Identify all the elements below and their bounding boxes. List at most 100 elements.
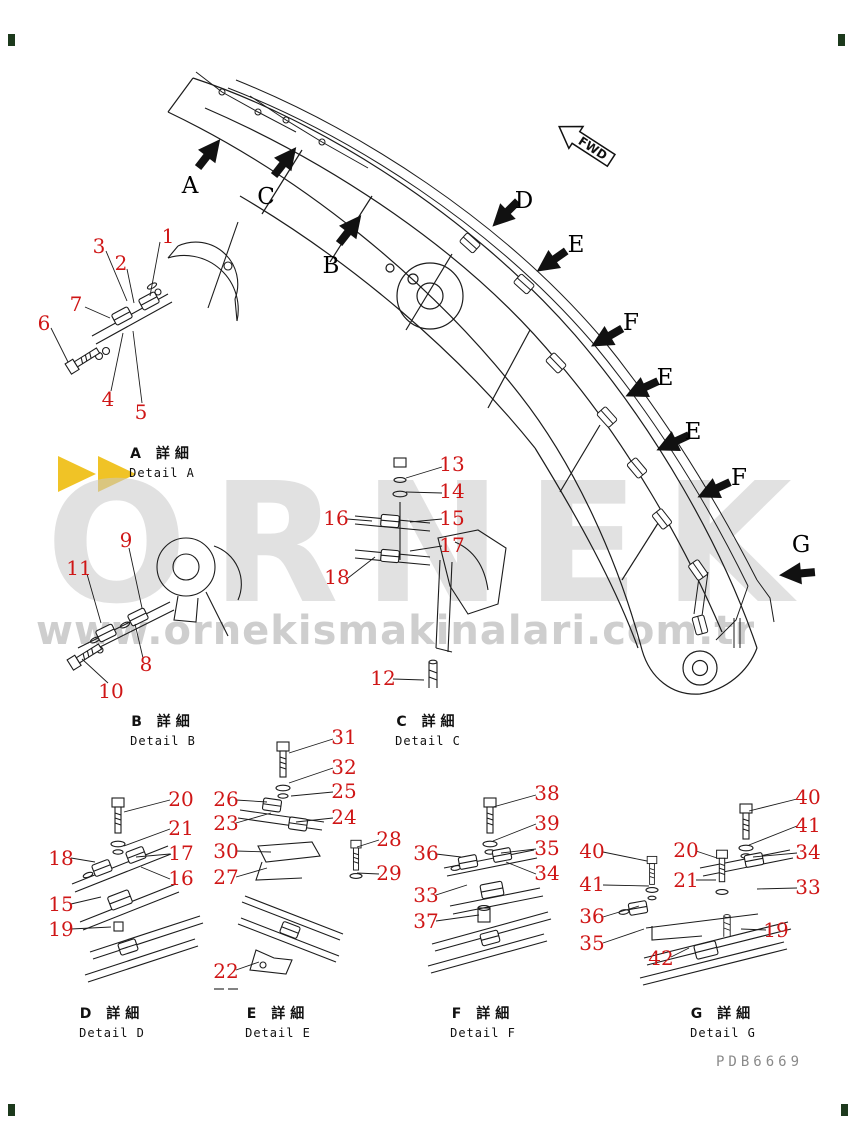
detail-f-caption-en: Detail F <box>450 1026 516 1040</box>
callout-f-34: 34 <box>534 861 560 885</box>
callout-e-25: 25 <box>331 779 357 803</box>
callout-c-16: 16 <box>323 506 349 530</box>
view-label-f1: F <box>623 310 639 336</box>
fwd-label: FWD <box>576 134 610 163</box>
callout-e-30: 30 <box>213 839 239 863</box>
view-label-e3: E <box>684 419 702 445</box>
callout-e-26: 26 <box>213 787 239 811</box>
callout-g-41r: 41 <box>795 813 821 837</box>
callout-d-17: 17 <box>168 841 194 865</box>
detail-c-caption-jp: C 詳細 <box>396 714 460 730</box>
detail-c-caption-en: Detail C <box>395 734 461 748</box>
callout-e-27: 27 <box>213 865 239 889</box>
callout-a-7: 7 <box>69 292 83 316</box>
view-label-a: A <box>181 173 199 199</box>
view-label-e1: E <box>567 232 585 258</box>
callout-e-32: 32 <box>331 755 357 779</box>
callout-d-19: 19 <box>48 917 74 941</box>
detail-c-art <box>354 457 507 653</box>
callout-g-40l: 40 <box>579 839 605 863</box>
detail-f-caption-jp: F 詳細 <box>451 1006 515 1022</box>
view-arrow-a-icon <box>189 132 229 175</box>
callout-e-31: 31 <box>331 725 357 749</box>
callout-b-9: 9 <box>119 528 133 552</box>
callout-g-21: 21 <box>673 868 699 892</box>
callout-g-19: 19 <box>763 918 789 942</box>
callout-e-29: 29 <box>376 861 402 885</box>
view-label-d: D <box>514 188 534 214</box>
detail-a-caption: A 詳細 Detail A <box>129 443 195 480</box>
callout-f-39: 39 <box>534 811 560 835</box>
callout-f-36: 36 <box>413 841 439 865</box>
detail-b-caption: B 詳細 Detail B <box>130 711 196 748</box>
view-label-c: C <box>257 184 275 210</box>
callout-a-2: 2 <box>114 251 128 275</box>
callout-f-38: 38 <box>534 781 560 805</box>
view-arrow-f1-icon <box>585 318 628 357</box>
callout-d-18: 18 <box>48 846 74 870</box>
view-arrow-g-icon <box>778 561 816 587</box>
detail-b-hardware <box>66 607 150 671</box>
detail-c-hardware <box>379 513 438 689</box>
callout-d-21: 21 <box>168 816 194 840</box>
detail-d-caption-en: Detail D <box>79 1026 145 1040</box>
drawing-number: PDB6669 <box>716 1054 804 1070</box>
callout-g-34: 34 <box>795 840 821 864</box>
callout-d-20: 20 <box>168 787 194 811</box>
detail-b-caption-en: Detail B <box>130 734 196 748</box>
registration-mark <box>838 34 845 46</box>
detail-d-caption: D 詳細 Detail D <box>79 1003 145 1040</box>
detail-d-hardware <box>90 797 148 957</box>
detail-g-caption-en: Detail G <box>690 1026 756 1040</box>
view-arrow-f2-icon <box>692 472 735 508</box>
callout-e-28: 28 <box>376 827 402 851</box>
watermark-brand: ORNEK <box>46 448 816 641</box>
callout-a-6: 6 <box>37 311 51 335</box>
callout-d-16: 16 <box>168 866 194 890</box>
callout-g-33: 33 <box>795 875 821 899</box>
callout-g-35: 35 <box>579 931 605 955</box>
callout-c-13: 13 <box>439 452 465 476</box>
callout-c-17: 17 <box>439 533 465 557</box>
detail-f-art <box>427 840 552 974</box>
callout-c-12: 12 <box>370 666 396 690</box>
callout-g-42: 42 <box>648 946 674 970</box>
detail-g-caption: G 詳細 Detail G <box>690 1003 756 1040</box>
callout-e-23: 23 <box>213 811 239 835</box>
callout-a-4: 4 <box>101 387 115 411</box>
registration-mark <box>841 1104 848 1116</box>
detail-d-art <box>71 840 204 983</box>
detail-g-caption-jp: G 詳細 <box>690 1006 756 1022</box>
view-label-g: G <box>791 532 811 558</box>
callout-a-1: 1 <box>161 224 175 248</box>
callout-e-22: 22 <box>213 959 239 983</box>
view-arrows <box>189 132 816 587</box>
callout-a-5: 5 <box>134 400 148 424</box>
callout-g-20: 20 <box>673 838 699 862</box>
callout-b-11: 11 <box>66 556 92 580</box>
callout-e-24: 24 <box>331 805 357 829</box>
callout-f-37: 37 <box>413 909 439 933</box>
registration-mark <box>8 1104 15 1116</box>
watermark-url: www.ornekismakinalari.com.tr <box>36 608 756 654</box>
callout-g-36: 36 <box>579 904 605 928</box>
callout-c-15: 15 <box>439 506 465 530</box>
callout-f-33: 33 <box>413 883 439 907</box>
view-label-f2: F <box>731 465 747 491</box>
callout-b-8: 8 <box>139 652 153 676</box>
detail-e-caption: E 詳細 Detail E <box>245 1003 311 1040</box>
view-label-e2: E <box>656 365 674 391</box>
detail-g-art <box>618 844 794 986</box>
detail-b-caption-jp: B 詳細 <box>131 714 195 730</box>
callout-g-40r: 40 <box>795 785 821 809</box>
detail-e-caption-en: Detail E <box>245 1026 311 1040</box>
view-arrow-e1-icon <box>530 241 573 281</box>
detail-a-caption-en: Detail A <box>129 466 195 480</box>
callout-d-15: 15 <box>48 892 74 916</box>
callout-f-35: 35 <box>534 836 560 860</box>
view-arrow-b-icon <box>330 208 370 251</box>
detail-e-caption-jp: E 詳細 <box>246 1006 310 1022</box>
